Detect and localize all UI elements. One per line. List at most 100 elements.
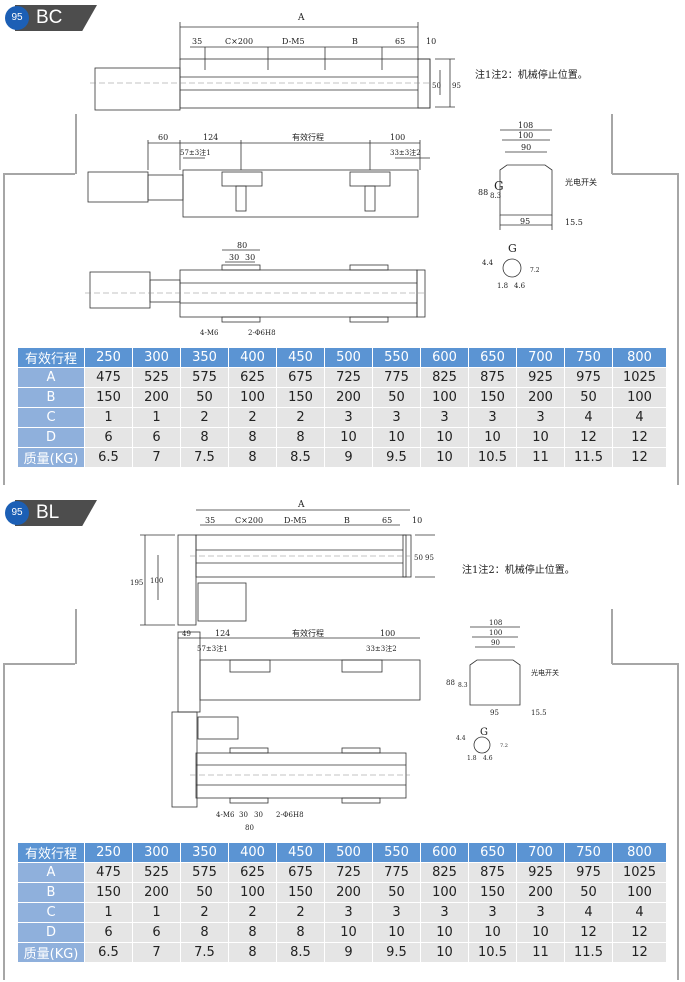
stroke-header: 250 — [85, 843, 133, 863]
table-cell: 8 — [229, 428, 277, 448]
table-cell: 150 — [85, 883, 133, 903]
table-cell: 11 — [517, 448, 565, 468]
dim-108: 108 — [489, 619, 502, 627]
table-cell: 200 — [133, 883, 181, 903]
dim-35: 35 — [192, 37, 202, 46]
table-cell: 1025 — [613, 863, 667, 883]
table-cell: 3 — [421, 903, 469, 923]
dim-95-profile: 95 — [520, 217, 530, 226]
stroke-header: 350 — [181, 348, 229, 368]
row-label: A — [18, 863, 85, 883]
stroke-header: 550 — [373, 843, 421, 863]
table-cell: 975 — [565, 368, 613, 388]
dim-88: 88 — [478, 188, 488, 197]
dim-65: 65 — [395, 37, 405, 46]
table-cell: 10 — [469, 428, 517, 448]
dim-g-4-4: 4.4 — [482, 259, 494, 267]
dim-g-4-6: 4.6 — [514, 282, 526, 290]
dim-a: A — [297, 13, 305, 23]
table-cell: 2 — [229, 903, 277, 923]
table-cell: 10 — [469, 923, 517, 943]
row-label: 质量(KG) — [18, 943, 85, 963]
table-cell: 8 — [277, 428, 325, 448]
dim-effective-stroke: 有效行程 — [292, 628, 324, 638]
stroke-header: 600 — [421, 843, 469, 863]
table-cell: 2 — [229, 408, 277, 428]
table-cell: 3 — [517, 903, 565, 923]
detail-g-marker: G — [494, 179, 504, 193]
table-cell: 8 — [277, 923, 325, 943]
motor-body — [94, 67, 181, 111]
table-cell: 200 — [517, 388, 565, 408]
model-code: BL — [36, 502, 60, 523]
profile-section — [499, 164, 553, 216]
badge-number: 95 — [5, 501, 29, 525]
stroke-header: 350 — [181, 843, 229, 863]
dim-30a: 30 — [229, 253, 239, 262]
table-cell: 100 — [613, 388, 667, 408]
detail-g-title: G — [508, 242, 517, 255]
table-cell: 100 — [421, 883, 469, 903]
table-cell: 2 — [277, 408, 325, 428]
table-cell: 725 — [325, 368, 373, 388]
header-label: 有效行程 — [18, 348, 85, 368]
table-cell: 6 — [133, 428, 181, 448]
row-label: B — [18, 883, 85, 903]
table-cell: 775 — [373, 368, 421, 388]
table-cell: 775 — [373, 863, 421, 883]
table-cell: 10 — [517, 428, 565, 448]
table-cell: 8 — [229, 943, 277, 963]
dim-30a: 30 — [239, 811, 248, 819]
table-cell: 200 — [517, 883, 565, 903]
rail-body-side — [182, 169, 419, 218]
dim-95-profile: 95 — [490, 709, 499, 717]
dim-a: A — [297, 500, 305, 510]
table-cell: 150 — [277, 388, 325, 408]
table-cell: 100 — [613, 883, 667, 903]
dim-pin-holes: 2-Φ6H8 — [276, 811, 304, 819]
table-cell: 12 — [565, 428, 613, 448]
table-cell: 3 — [421, 408, 469, 428]
table-cell: 10 — [325, 923, 373, 943]
table-cell: 11 — [517, 943, 565, 963]
stroke-header: 400 — [229, 843, 277, 863]
dim-60: 60 — [158, 133, 168, 142]
dim-stop1: 57±3注1 — [197, 644, 228, 653]
dim-80: 80 — [245, 824, 254, 832]
table-cell: 6 — [133, 923, 181, 943]
table-cell: 575 — [181, 863, 229, 883]
row-label: 质量(KG) — [18, 448, 85, 468]
table-cell: 6.5 — [85, 448, 133, 468]
table-cell: 50 — [181, 388, 229, 408]
dim-49: 49 — [182, 630, 191, 638]
table-cell: 12 — [565, 923, 613, 943]
table-cell: 2 — [277, 903, 325, 923]
table-cell: 925 — [517, 863, 565, 883]
dim-100-profile: 100 — [489, 629, 502, 637]
table-cell: 675 — [277, 863, 325, 883]
stroke-header: 700 — [517, 843, 565, 863]
detail-g-circle — [502, 258, 522, 278]
dim-30b: 30 — [254, 811, 263, 819]
table-cell: 10.5 — [469, 943, 517, 963]
row-label: C — [18, 903, 85, 923]
table-cell: 575 — [181, 368, 229, 388]
dim-g-4-4: 4.4 — [456, 735, 466, 742]
table-cell: 10 — [517, 923, 565, 943]
table-cell: 675 — [277, 368, 325, 388]
dim-8-3: 8.3 — [490, 192, 501, 200]
table-cell: 200 — [325, 388, 373, 408]
dim-15-5: 15.5 — [531, 709, 547, 717]
table-cell: 3 — [469, 903, 517, 923]
dim-10: 10 — [412, 516, 422, 525]
table-cell: 1025 — [613, 368, 667, 388]
table-cell: 10 — [421, 448, 469, 468]
